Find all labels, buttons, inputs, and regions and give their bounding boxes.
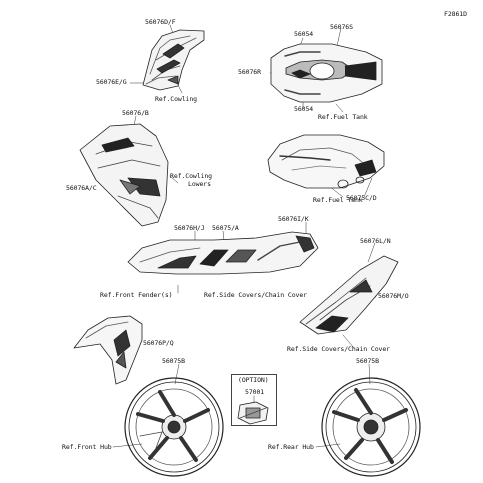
side-cover-decal-drawing [127,231,319,275]
ref-fuel-tank-top: Ref.Fuel Tank [318,113,368,121]
ref-cowling-lowers-line1: Ref.Cowling [170,172,212,180]
part-number-56054-bottom: 56054 [294,105,314,113]
ref-side-covers-chain-cover-1: Ref.Side Covers/Chain Cover [204,291,307,299]
ref-front-fender: Ref.Front Fender(s) [100,291,173,299]
ref-side-covers-chain-cover-2: Ref.Side Covers/Chain Cover [287,345,390,353]
part-number-56076I-K: 56076I/K [278,215,309,223]
front-wheel-drawing [124,377,224,477]
fuel-tank-top-drawing [270,43,383,103]
part-number-57001: 57001 [245,388,265,396]
ref-rear-hub: Ref.Rear Hub [268,443,314,451]
part-number-56075B-rear: 56075B [356,357,379,365]
fuel-tank-side-drawing [267,134,385,189]
part-number-56076R: 56076R [238,68,261,76]
part-number-56076S: 56076S [330,23,353,31]
ref-fuel-tank-side: Ref.Fuel Tank [313,196,363,204]
figure-code: F2861D [444,10,467,18]
part-number-56075C-D: 56075C/D [346,194,377,202]
part-number-56075B-front: 56075B [162,357,185,365]
part-number-56054-top: 56054 [294,30,314,38]
part-number-56076P-Q: 56076P/Q [143,339,174,347]
part-number-56076H-J: 56076H/J [174,224,205,232]
ref-front-hub: Ref.Front Hub [62,443,112,451]
part-number-56076A-C: 56076A/C [66,184,97,192]
ref-cowling: Ref.Cowling [155,95,197,103]
part-number-56076L-N: 56076L/N [360,237,391,245]
part-number-56076D-F: 56076D/F [145,18,176,26]
part-number-56076E-G: 56076E/G [96,78,127,86]
part-number-56076-B: 56076/B [122,109,149,117]
part-number-56076M-O: 56076M/O [378,292,409,300]
part-number-56075-A: 56075/A [212,224,239,232]
cowling-lowers-drawing [79,123,169,227]
front-fender-drawing [73,315,143,385]
cowling-decal-drawing [142,29,205,91]
option-box [231,374,277,426]
option-label: (OPTION) [238,376,269,384]
rear-wheel-drawing [321,377,421,477]
ref-cowling-lowers-line2: Lowers [188,180,211,188]
side-cover-right-drawing [299,255,399,335]
option-part-drawing [237,401,269,425]
